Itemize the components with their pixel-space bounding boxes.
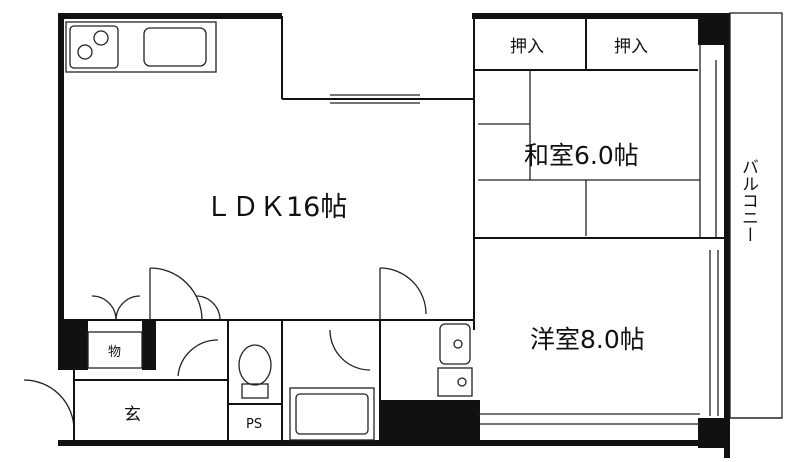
room-label-oshiire-left: 押入 [510, 37, 544, 57]
balcony-area [729, 12, 783, 419]
walls [58, 13, 730, 458]
wet-area [23, 320, 473, 446]
room-label-entrance: 玄 [124, 405, 141, 425]
room-label-oshiire-right: 押入 [614, 37, 648, 57]
room-label-balcony: バルコニー [738, 158, 758, 243]
room-label-yoshitsu: 洋室8.0帖 [530, 325, 645, 354]
ldk-interior [64, 94, 474, 321]
washitsu-area [474, 16, 724, 239]
room-label-ps: PS [246, 417, 262, 432]
room-label-washitsu: 和室6.0帖 [524, 141, 639, 170]
yoshitsu-area [478, 250, 719, 425]
room-label-storage: 物 [108, 345, 121, 360]
room-label-ldk: ＬＤＫ16帖 [205, 192, 347, 223]
kitchen-counter [65, 21, 217, 73]
